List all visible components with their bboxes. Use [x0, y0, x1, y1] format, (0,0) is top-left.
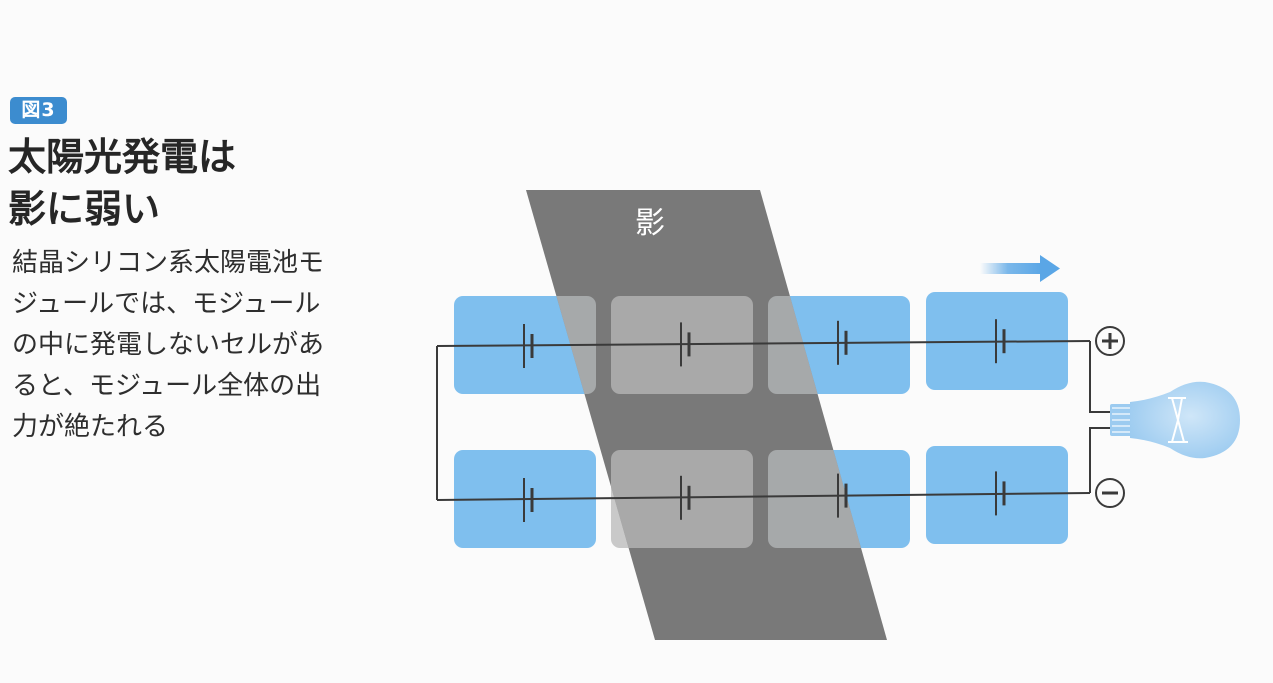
description-line-1: 結晶シリコン系太陽電池モ — [12, 248, 325, 278]
battery-symbol-icon — [837, 473, 848, 518]
circuit-wiring — [436, 340, 1112, 501]
shadow-label: 影 — [635, 206, 665, 241]
battery-symbol-icon — [837, 320, 848, 365]
battery-symbol-icon — [995, 319, 1006, 364]
description-line-4: ると、モジュール全体の出 — [12, 371, 322, 401]
shadow-band — [526, 190, 887, 640]
battery-symbol-icon — [995, 471, 1006, 516]
battery-symbol-icon — [680, 475, 691, 520]
minus-terminal-icon — [1095, 478, 1125, 508]
description-line-5: 力が絶たれる — [12, 412, 169, 442]
figure-description: 結晶シリコン系太陽電池モ ジュールでは、モジュール の中に発電しないセルがあ る… — [12, 243, 392, 448]
title-line-1: 太陽光発電は — [8, 135, 237, 179]
description-line-2: ジュールでは、モジュール — [12, 289, 321, 319]
title-line-2: 影に弱い — [8, 187, 161, 231]
current-flow-arrow-icon — [980, 255, 1060, 282]
description-line-3: の中に発電しないセルがあ — [12, 330, 325, 360]
plus-terminal-icon — [1095, 326, 1125, 356]
battery-symbols — [523, 319, 1006, 522]
figure-number-badge: 図3 — [10, 97, 67, 124]
battery-symbol-icon — [680, 322, 691, 367]
light-bulb-icon — [1110, 381, 1240, 459]
figure-title: 太陽光発電は 影に弱い — [8, 131, 408, 235]
battery-symbol-icon — [523, 324, 534, 368]
battery-symbol-icon — [523, 478, 534, 522]
